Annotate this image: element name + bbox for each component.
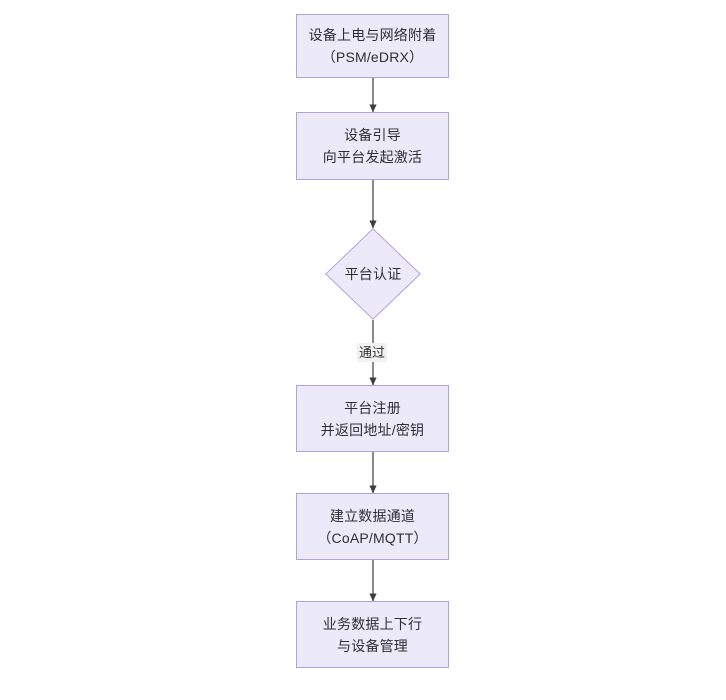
node-label-line: （CoAP/MQTT） — [317, 529, 428, 546]
edge-label-e3: 通过 — [357, 343, 388, 362]
node-label-line: 业务数据上下行 — [322, 615, 423, 632]
flowchart-node-n1: 设备上电与网络附着 （PSM/eDRX） — [296, 14, 449, 78]
node-label-line: 并返回地址/密钥 — [320, 421, 425, 438]
node-label: 平台认证 — [344, 266, 402, 282]
node-label-line: 与设备管理 — [337, 637, 408, 654]
node-label-line: 建立数据通道 — [329, 507, 416, 524]
diamond-shape — [325, 228, 421, 320]
flowchart-node-n5: 建立数据通道 （CoAP/MQTT） — [296, 493, 449, 560]
flowchart-node-n6: 业务数据上下行与设备管理 — [296, 601, 449, 668]
flowchart-node-n2: 设备引导向平台发起激活 — [296, 112, 449, 180]
node-label-line: 设备上电与网络附着 — [308, 27, 437, 43]
node-label-line: 向平台发起激活 — [322, 149, 423, 165]
flowchart-node-n3: 平台认证 — [325, 228, 421, 320]
node-label-line: （PSM/eDRX） — [321, 49, 424, 65]
node-label-line: 平台注册 — [344, 399, 401, 416]
node-label-line: 设备引导 — [344, 127, 401, 143]
flowchart-node-n4: 平台注册并返回地址/密钥 — [296, 385, 449, 452]
